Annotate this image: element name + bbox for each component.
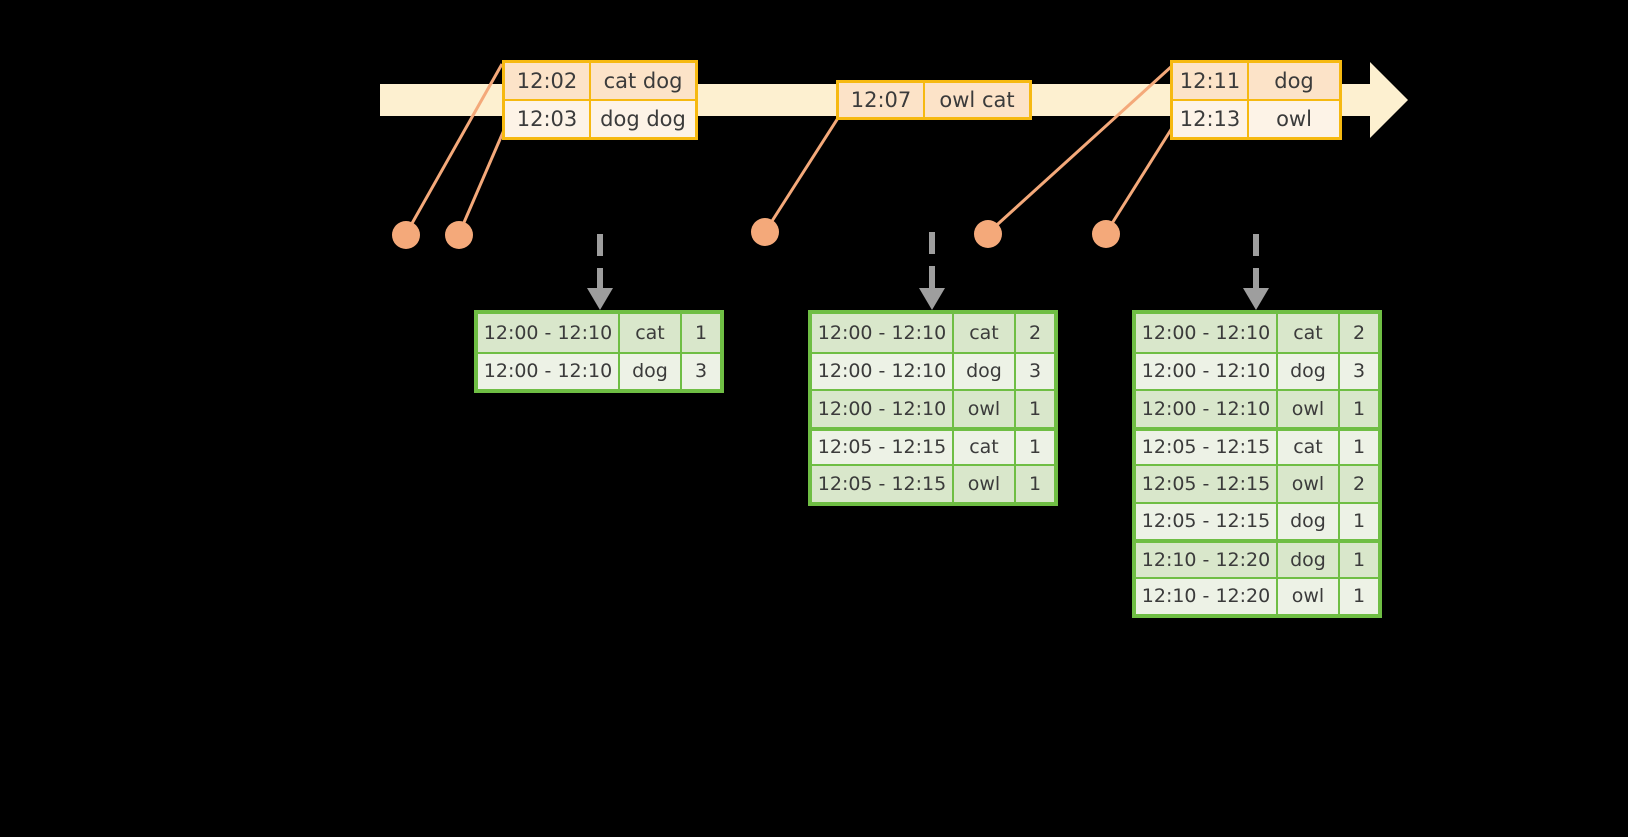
cell-key: owl (954, 466, 1016, 502)
cell-key: dog (1278, 503, 1340, 539)
result-table-1[interactable]: 12:00 - 12:10 cat 1 12:00 - 12:10 dog 3 (474, 310, 724, 393)
table-row[interactable]: 12:05 - 12:15 dog 1 (1136, 501, 1378, 539)
event-row[interactable]: 12:11 dog (1173, 63, 1339, 99)
event-time: 12:07 (839, 83, 925, 117)
table-row[interactable]: 12:10 - 12:20 dog 1 (1136, 539, 1378, 577)
flow-arrow-1-head (587, 288, 613, 310)
marker-3-dot (751, 218, 779, 246)
event-value: dog (1274, 69, 1314, 93)
cell-count: 3 (694, 360, 708, 383)
cell-window: 12:00 - 12:10 (478, 314, 620, 352)
cell-count: 1 (1352, 397, 1366, 420)
event-time: 12:02 (505, 63, 591, 99)
cell-count: 1 (1352, 510, 1366, 533)
event-value: owl cat (939, 88, 1015, 112)
cell-key: owl (1278, 578, 1340, 614)
cell-window: 12:10 - 12:20 (1136, 578, 1278, 614)
cell-key: cat (1278, 430, 1340, 464)
cell-count: 2 (1028, 321, 1042, 344)
cell-count: 1 (1028, 436, 1042, 459)
cell-key: dog (1278, 353, 1340, 389)
table-row[interactable]: 12:00 - 12:10 cat 1 (478, 314, 720, 352)
cell-count: 3 (1028, 360, 1042, 383)
event-group-2[interactable]: 12:07 owl cat (836, 80, 1032, 120)
event-time: 12:13 (1173, 101, 1249, 137)
cell-window: 12:00 - 12:10 (812, 353, 954, 389)
marker-4-dot (974, 220, 1002, 248)
connector-5 (1104, 127, 1174, 234)
event-value: dog dog (600, 107, 686, 131)
event-row[interactable]: 12:02 cat dog (505, 63, 695, 99)
cell-window: 12:10 - 12:20 (1136, 543, 1278, 577)
marker-1-dot (392, 221, 420, 249)
cell-key: owl (1278, 466, 1340, 502)
connector-2 (457, 129, 506, 235)
table-row[interactable]: 12:05 - 12:15 owl 1 (812, 464, 1054, 502)
cell-key: owl (1278, 391, 1340, 427)
cell-window: 12:05 - 12:15 (812, 466, 954, 502)
marker-5-dot (1092, 220, 1120, 248)
table-row[interactable]: 12:00 - 12:10 cat 2 (812, 314, 1054, 352)
table-row[interactable]: 12:00 - 12:10 owl 1 (812, 389, 1054, 427)
flow-arrow-2-head (919, 288, 945, 310)
event-row[interactable]: 12:03 dog dog (505, 99, 695, 137)
cell-key: owl (954, 391, 1016, 427)
result-table-2[interactable]: 12:00 - 12:10 cat 2 12:00 - 12:10 dog 3 … (808, 310, 1058, 506)
flow-arrow-3-head (1243, 288, 1269, 310)
event-row[interactable]: 12:13 owl (1173, 99, 1339, 137)
cell-count: 2 (1352, 472, 1366, 495)
event-markers (392, 218, 1120, 249)
cell-count: 1 (694, 321, 708, 344)
table-row[interactable]: 12:00 - 12:10 owl 1 (1136, 389, 1378, 427)
cell-key: dog (1278, 543, 1340, 577)
connector-3 (763, 117, 840, 233)
table-row[interactable]: 12:05 - 12:15 cat 1 (812, 426, 1054, 464)
cell-key: cat (954, 430, 1016, 464)
cell-window: 12:05 - 12:15 (1136, 466, 1278, 502)
cell-key: dog (954, 353, 1016, 389)
cell-key: cat (620, 314, 682, 352)
connector-1 (404, 63, 504, 235)
cell-count: 1 (1028, 472, 1042, 495)
event-time: 12:03 (505, 101, 591, 137)
cell-count: 3 (1352, 360, 1366, 383)
event-value: cat dog (603, 69, 683, 93)
cell-key: dog (620, 353, 682, 389)
cell-window: 12:00 - 12:10 (1136, 391, 1278, 427)
marker-2-dot (445, 221, 473, 249)
cell-window: 12:05 - 12:15 (1136, 503, 1278, 539)
cell-count: 1 (1028, 397, 1042, 420)
table-row[interactable]: 12:10 - 12:20 owl 1 (1136, 576, 1378, 614)
cell-window: 12:00 - 12:10 (1136, 314, 1278, 352)
event-row[interactable]: 12:07 owl cat (839, 83, 1029, 117)
cell-window: 12:00 - 12:10 (812, 391, 954, 427)
table-row[interactable]: 12:00 - 12:10 dog 3 (1136, 351, 1378, 389)
cell-count: 1 (1352, 436, 1366, 459)
cell-window: 12:05 - 12:15 (812, 430, 954, 464)
cell-key: cat (954, 314, 1016, 352)
cell-key: cat (1278, 314, 1340, 352)
table-row[interactable]: 12:00 - 12:10 dog 3 (812, 351, 1054, 389)
table-row[interactable]: 12:05 - 12:15 cat 1 (1136, 426, 1378, 464)
event-group-3[interactable]: 12:11 dog 12:13 owl (1170, 60, 1342, 140)
event-group-1[interactable]: 12:02 cat dog 12:03 dog dog (502, 60, 698, 140)
flow-arrow-heads (587, 288, 1269, 310)
table-row[interactable]: 12:05 - 12:15 owl 2 (1136, 464, 1378, 502)
table-row[interactable]: 12:00 - 12:10 dog 3 (478, 351, 720, 389)
cell-window: 12:00 - 12:10 (1136, 353, 1278, 389)
cell-window: 12:00 - 12:10 (478, 353, 620, 389)
cell-count: 2 (1352, 321, 1366, 344)
cell-count: 1 (1352, 585, 1366, 608)
cell-window: 12:00 - 12:10 (812, 314, 954, 352)
flow-arrows (597, 232, 1259, 292)
table-row[interactable]: 12:00 - 12:10 cat 2 (1136, 314, 1378, 352)
cell-window: 12:05 - 12:15 (1136, 430, 1278, 464)
cell-count: 1 (1352, 548, 1366, 571)
result-table-3[interactable]: 12:00 - 12:10 cat 2 12:00 - 12:10 dog 3 … (1132, 310, 1382, 618)
event-time: 12:11 (1173, 63, 1249, 99)
event-value: owl (1276, 107, 1312, 131)
